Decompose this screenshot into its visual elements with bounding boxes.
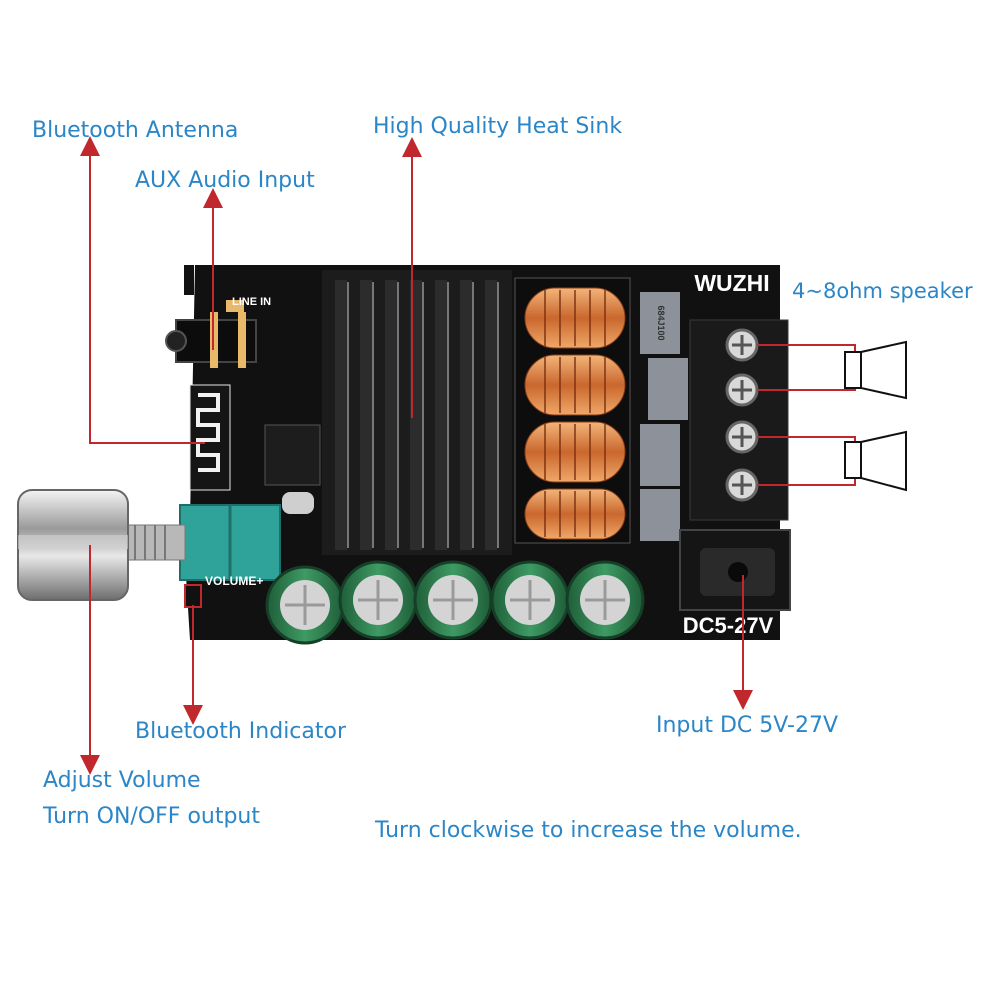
volume-potentiometer xyxy=(124,504,281,581)
amplifier-chip xyxy=(264,424,321,514)
dc-power-jack xyxy=(679,529,791,611)
speaker-terminal-block xyxy=(689,319,789,521)
inductor-code-label: 684J100 xyxy=(656,305,666,340)
speaker-label: 4~8ohm speaker xyxy=(792,279,973,303)
aux-audio-input-label: AUX Audio Input xyxy=(135,168,315,193)
film-capacitors: 684J100 xyxy=(640,292,688,541)
turn-on-off-label: Turn ON/OFF output xyxy=(43,804,261,829)
line-in-label: LINE IN xyxy=(232,296,271,308)
volume-label: VOLUME+ xyxy=(205,574,263,588)
speaker-icon-2 xyxy=(844,430,907,492)
volume-knob xyxy=(17,489,129,601)
brand-label: WUZHI xyxy=(694,270,769,296)
bluetooth-indicator-led xyxy=(184,584,202,608)
bluetooth-indicator-label: Bluetooth Indicator xyxy=(135,719,347,744)
turn-clockwise-label: Turn clockwise to increase the volume. xyxy=(375,818,802,843)
adjust-volume-label: Adjust Volume xyxy=(43,768,201,793)
heat-sink xyxy=(322,270,512,555)
bluetooth-antenna-label: Bluetooth Antenna xyxy=(32,118,239,143)
input-dc-label: Input DC 5V-27V xyxy=(656,713,838,738)
bluetooth-module xyxy=(189,384,231,491)
inductor-coils xyxy=(514,277,631,544)
heat-sink-fins xyxy=(335,280,499,550)
heat-sink-label: High Quality Heat Sink xyxy=(373,114,623,139)
arrow-bluetooth-antenna xyxy=(80,136,205,444)
electrolytic-capacitors xyxy=(265,560,645,645)
callout-arrows xyxy=(80,136,753,775)
power-rating-label: DC5-27V xyxy=(683,613,774,638)
speaker-icon xyxy=(844,340,907,400)
